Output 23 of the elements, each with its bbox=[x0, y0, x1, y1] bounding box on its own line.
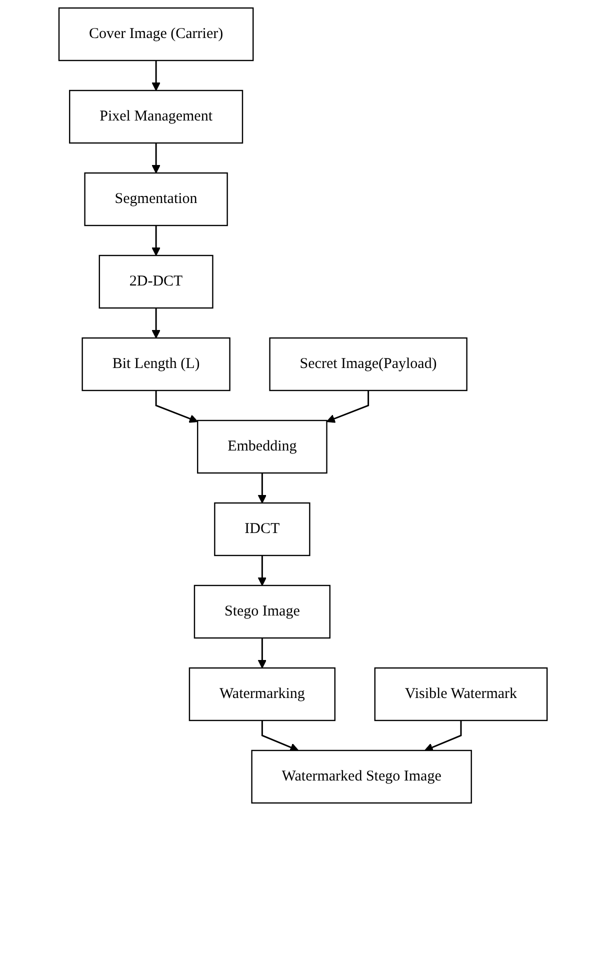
arrow bbox=[152, 60, 161, 91]
node-box: Pixel Management bbox=[69, 90, 244, 144]
node-box: Watermarking bbox=[189, 667, 336, 722]
arrow bbox=[326, 390, 370, 423]
arrow bbox=[258, 555, 268, 586]
arrow bbox=[258, 472, 268, 504]
arrow bbox=[258, 638, 268, 668]
node-box: Bit Length (L) bbox=[82, 337, 231, 392]
node-box: Visible Watermark bbox=[374, 667, 548, 722]
arrow bbox=[152, 308, 161, 338]
arrow bbox=[152, 143, 161, 174]
node-box: Stego Image bbox=[194, 584, 331, 639]
node-box: 2D-DCT bbox=[99, 254, 214, 309]
node-box: Cover Image (Carrier) bbox=[58, 7, 254, 62]
arrow bbox=[152, 226, 161, 256]
node-box: Segmentation bbox=[84, 172, 228, 226]
node-box: Watermarked Stego Image bbox=[252, 750, 472, 804]
node-box: Embedding bbox=[197, 420, 328, 474]
node-box: Secret Image(Payload) bbox=[270, 337, 468, 392]
node-box: IDCT bbox=[214, 502, 311, 556]
arrow bbox=[156, 390, 198, 423]
arrow bbox=[262, 720, 300, 752]
arrow bbox=[424, 720, 462, 752]
